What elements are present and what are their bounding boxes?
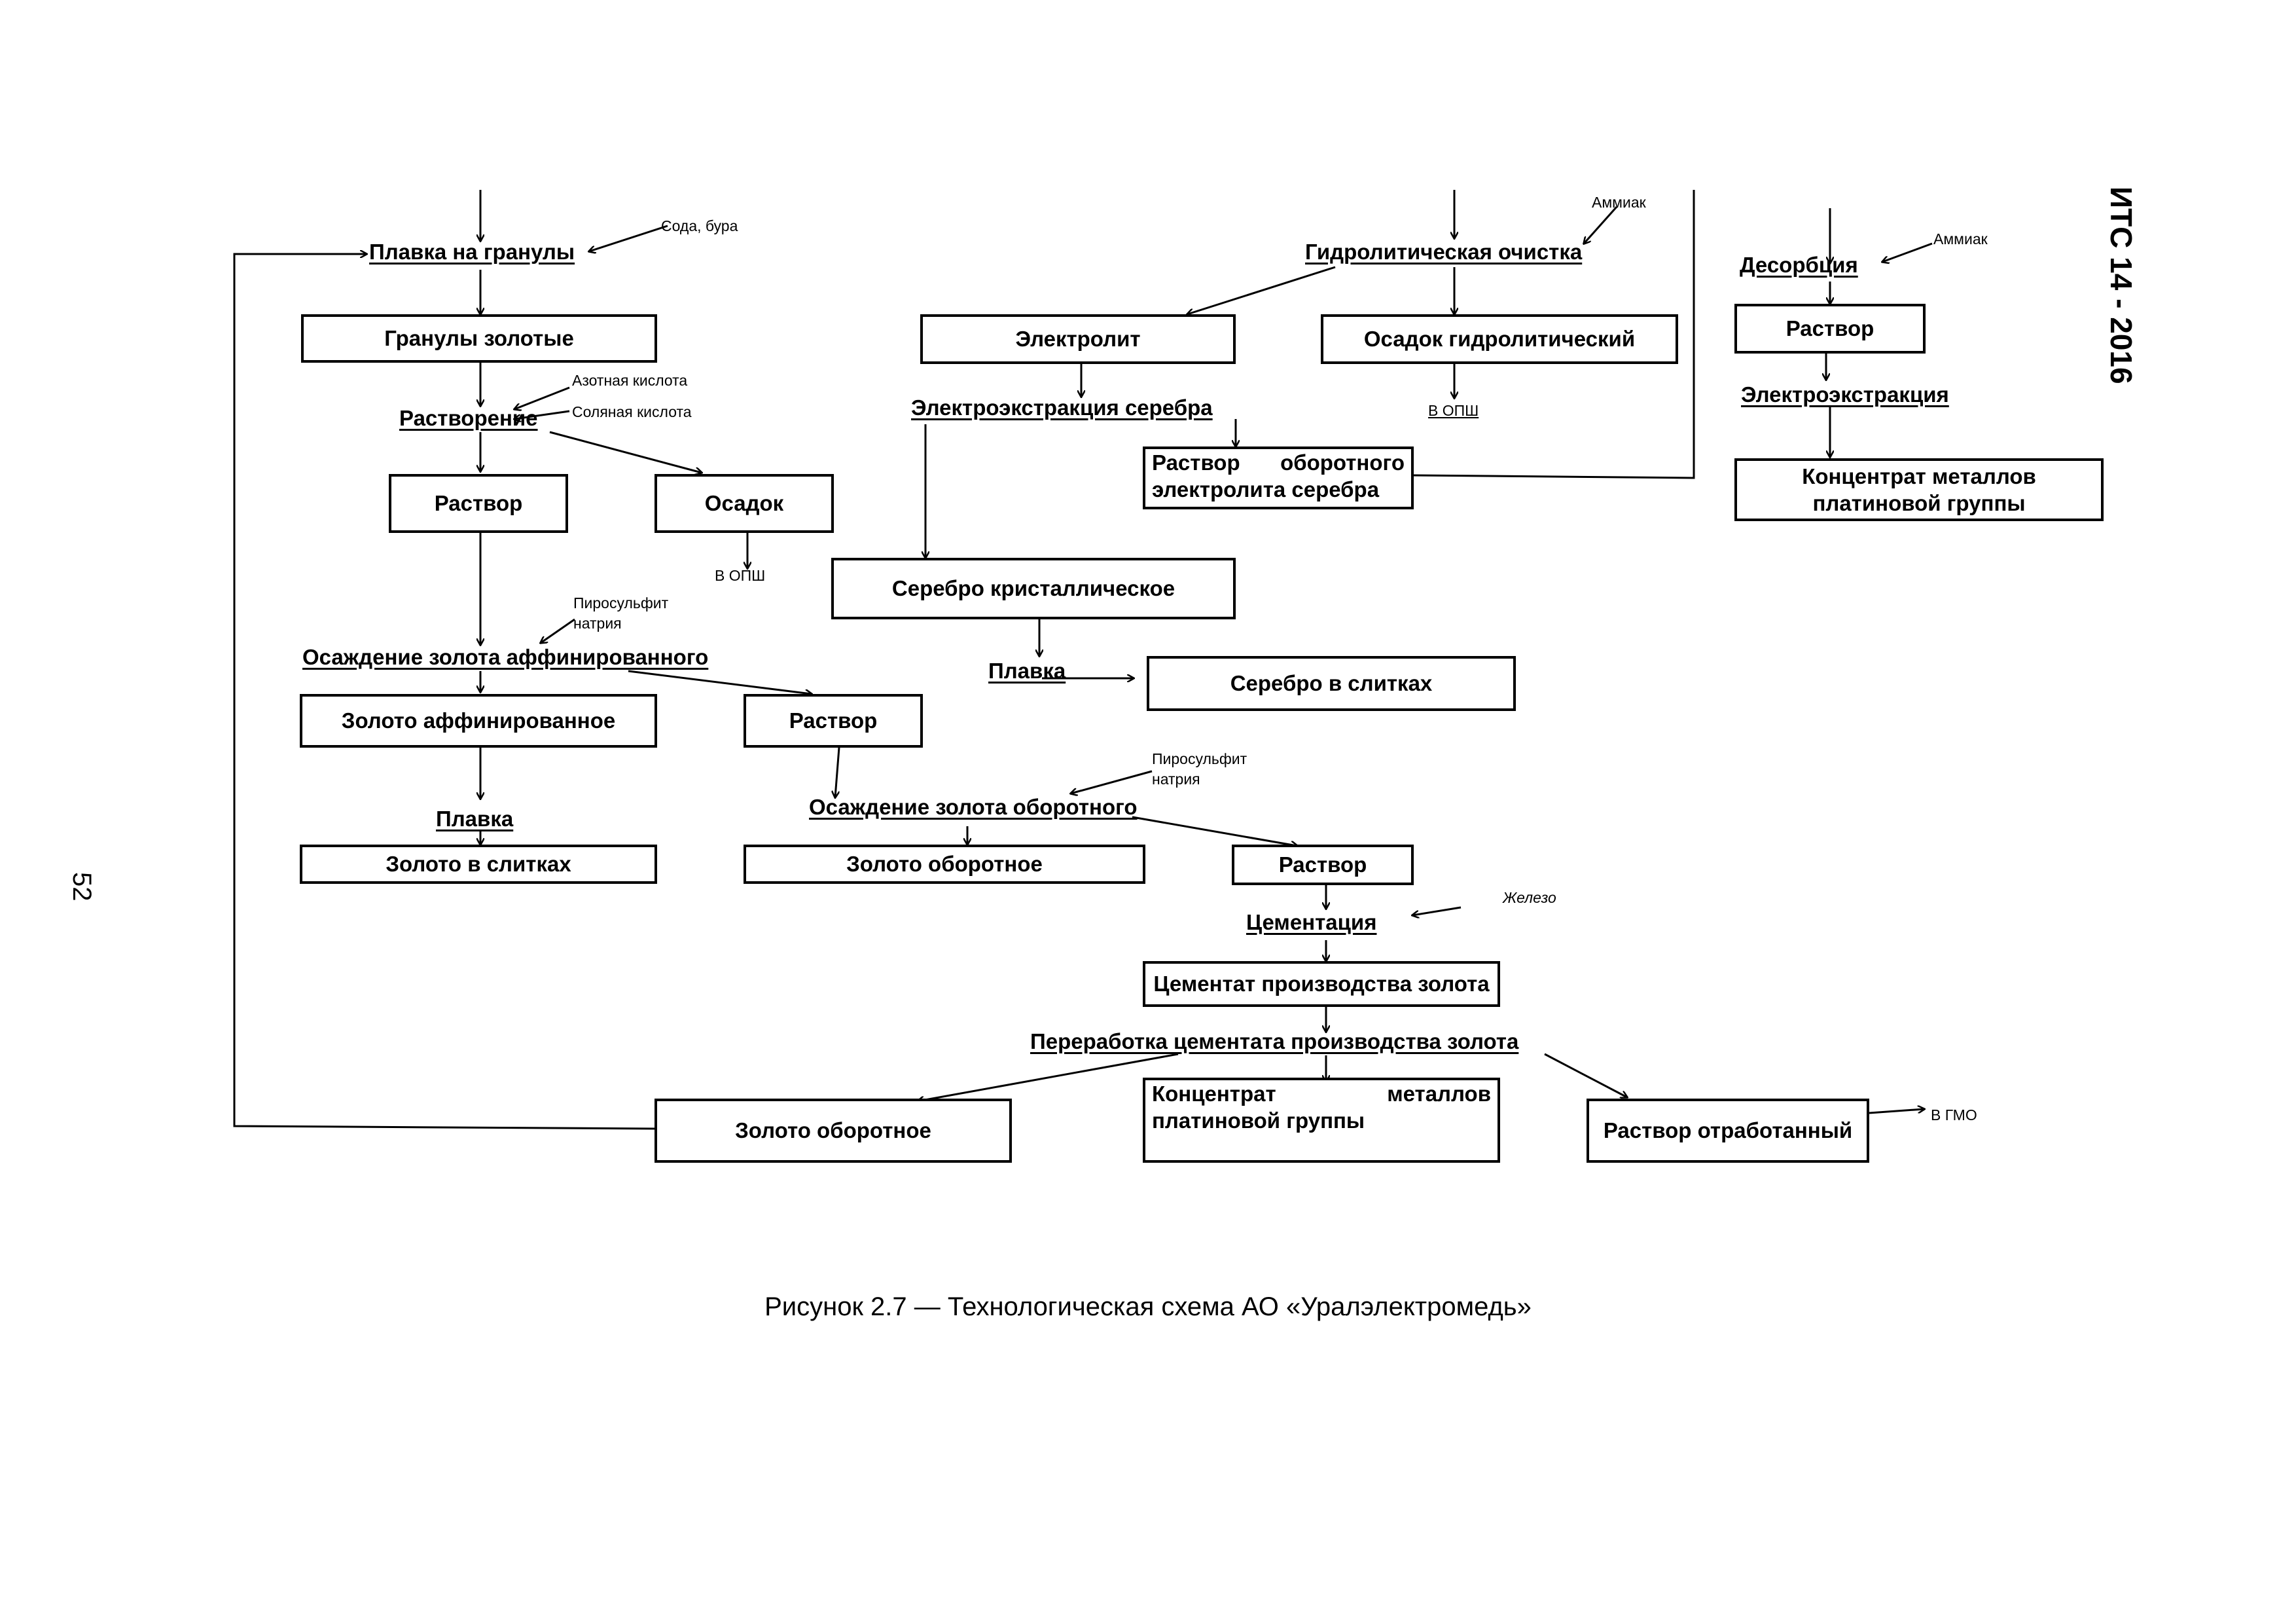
note-to-opsh-2: В ОПШ: [1428, 402, 1479, 419]
flow-arrow: [628, 670, 812, 694]
flow-arrow: [1869, 1109, 1924, 1114]
box-silver-electrolyte-line2: электролита серебра: [1152, 477, 1380, 502]
box-pgm-concentrate-1: Концентрат металлов платиновой группы: [1143, 1078, 1500, 1163]
electrolyte-return-line: [1413, 190, 1695, 479]
figure-caption: Рисунок 2.7 — Технологическая схема АО «…: [764, 1292, 1532, 1321]
box-solution-1: Раствор: [389, 474, 568, 533]
flow-arrow: [549, 431, 702, 473]
flow-arrow: [1071, 770, 1153, 793]
note-ammonia-1: Аммиак: [1592, 194, 1646, 211]
box-solution-3: Раствор: [1232, 845, 1414, 885]
box-silver-ingots: Серебро в слитках: [1147, 656, 1516, 711]
flow-arrow: [1882, 242, 1933, 262]
box-gold-granules: Гранулы золотые: [301, 314, 657, 363]
flow-arrow: [1412, 906, 1462, 915]
flow-arrow: [835, 747, 840, 797]
note-pyrosulfite-2: Пиросульфит натрия: [1152, 749, 1247, 790]
note-nitric-acid: Азотная кислота: [572, 372, 688, 389]
flow-arrow: [514, 410, 570, 419]
box-pgm-concentrate-2-line1: Концентрат металлов: [1802, 464, 2036, 488]
box-cementate: Цементат производства золота: [1143, 961, 1500, 1007]
box-spent-solution: Раствор отработанный: [1587, 1099, 1869, 1163]
flow-arrow: [1132, 816, 1297, 846]
box-recycled-gold-1: Золото оборотное: [744, 845, 1145, 884]
note-soda-borax: Сода, бура: [661, 217, 738, 234]
op-melting-2: Плавка: [988, 659, 1066, 683]
op-precipitation-recycled: Осаждение золота оборотного: [809, 795, 1138, 819]
note-pyrosulfite-1-line1: Пиросульфит: [573, 594, 669, 611]
box-pgm-concentrate-2: Концентрат металлов платиновой группы: [1734, 458, 2104, 521]
recycle-loop-line: [233, 254, 658, 1130]
op-silver-electroextraction: Электроэкстракция серебра: [911, 395, 1213, 420]
box-silver-electrolyte-line1: Раствор оборотного: [1152, 450, 1405, 475]
op-dissolution: Растворение: [399, 406, 538, 430]
op-cementation: Цементация: [1246, 910, 1377, 934]
flow-arrow: [1187, 266, 1336, 314]
op-hydrolytic-purification: Гидролитическая очистка: [1305, 240, 1583, 264]
note-ammonia-2: Аммиак: [1933, 230, 1988, 247]
box-gold-ingots: Золото в слитках: [300, 845, 657, 884]
box-silver-electrolyte: Раствор оборотного электролита серебра: [1143, 447, 1414, 509]
note-to-gmo: В ГМО: [1931, 1106, 1977, 1123]
note-pyrosulfite-2-line1: Пиросульфит: [1152, 750, 1247, 767]
flow-arrow: [1584, 206, 1618, 244]
standard-header: ИТС 14 - 2016: [2104, 187, 2138, 384]
box-pgm-concentrate-1-line2: платиновой группы: [1152, 1108, 1365, 1133]
flow-arrow: [589, 225, 668, 251]
page-number: 52: [67, 872, 96, 902]
box-pgm-concentrate-1-line1: Концентрат металлов: [1152, 1082, 1491, 1106]
box-pgm-concentrate-2-line2: платиновой группы: [1812, 491, 2026, 515]
op-electroextraction: Электроэкстракция: [1741, 382, 1949, 407]
box-solution-4: Раствор: [1734, 304, 1926, 354]
box-crystalline-silver: Серебро кристаллическое: [831, 558, 1236, 619]
box-electrolyte: Электролит: [920, 314, 1236, 364]
note-hydrochloric-acid: Соляная кислота: [572, 403, 692, 420]
flow-arrow: [1544, 1053, 1627, 1097]
note-pyrosulfite-1: Пиросульфит натрия: [573, 593, 668, 634]
box-recycled-gold-2: Золото оборотное: [655, 1099, 1012, 1163]
box-refined-gold: Золото аффинированное: [300, 694, 657, 748]
op-melting-1: Плавка: [436, 807, 514, 831]
note-iron: Железо: [1503, 889, 1556, 906]
flow-arrow: [514, 386, 570, 409]
note-to-opsh-1: В ОПШ: [715, 567, 766, 584]
flow-arrow: [918, 1053, 1179, 1101]
note-pyrosulfite-1-line2: натрия: [573, 615, 622, 632]
op-desorption: Десорбция: [1740, 253, 1858, 277]
op-precipitation-refined: Осаждение золота аффинированного: [302, 645, 709, 669]
box-sediment: Осадок: [655, 474, 834, 533]
note-pyrosulfite-2-line2: натрия: [1152, 771, 1200, 788]
box-solution-2: Раствор: [744, 694, 923, 748]
box-hydrolytic-sediment: Осадок гидролитический: [1321, 314, 1678, 364]
op-cementate-processing: Переработка цементата производства золот…: [1030, 1029, 1519, 1053]
op-melting-granules: Плавка на гранулы: [369, 240, 575, 264]
flow-arrow: [541, 618, 575, 643]
